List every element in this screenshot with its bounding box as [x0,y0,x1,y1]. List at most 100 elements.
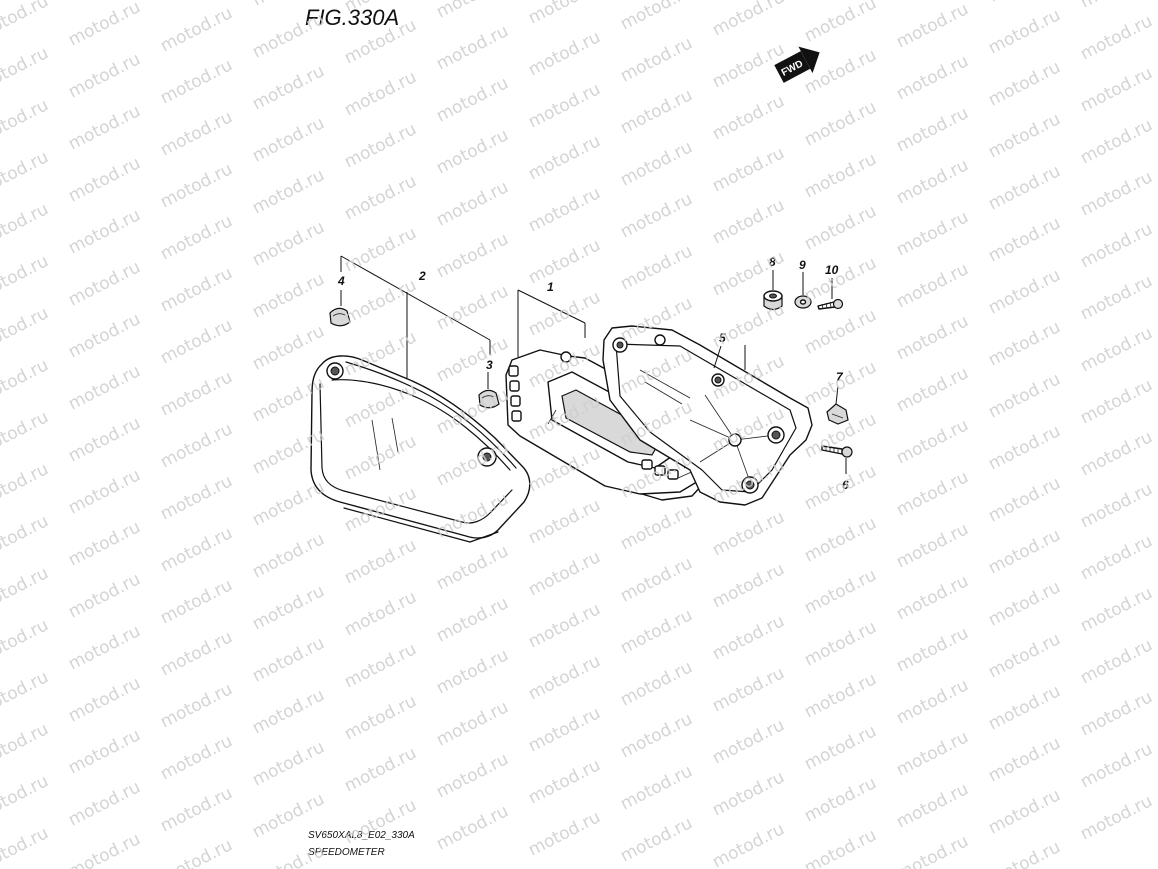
watermark-text: motod.ru [801,565,880,618]
watermark-text: motod.ru [893,51,972,104]
watermark-text: motod.ru [801,773,880,826]
watermark-text: motod.ru [617,189,696,242]
watermark-text: motod.ru [0,303,52,356]
watermark-text: motod.ru [617,709,696,762]
watermark-text: motod.ru [0,407,52,460]
watermark-text: motod.ru [893,0,972,52]
watermark-text: motod.ru [525,547,604,600]
watermark-text: motod.ru [1077,531,1156,584]
watermark-text: motod.ru [617,33,696,86]
watermark-text: motod.ru [801,0,880,46]
watermark-text: motod.ru [341,171,420,224]
watermark-text: motod.ru [709,663,788,716]
watermark-text: motod.ru [249,581,328,634]
watermark-text: motod.ru [341,587,420,640]
watermark-text: motod.ru [525,183,604,236]
watermark-text: motod.ru [0,459,52,512]
watermark-text: motod.ru [985,837,1064,869]
watermark-text: motod.ru [709,0,788,40]
leader-lines [340,255,847,474]
watermark-text: motod.ru [617,501,696,554]
watermark-text: motod.ru [0,95,52,148]
watermark-text: motod.ru [1077,271,1156,324]
watermark-text: motod.ru [709,195,788,248]
watermark-text: motod.ru [801,825,880,869]
watermark-text: motod.ru [0,251,52,304]
watermark-text: motod.ru [801,97,880,150]
watermark-text: motod.ru [65,361,144,414]
watermark-text: motod.ru [249,529,328,582]
callout-2: 2 [418,269,426,283]
watermark-text: motod.ru [0,771,52,824]
watermark-text: motod.ru [249,633,328,686]
watermark-text: motod.ru [65,257,144,310]
callout-10: 10 [825,263,839,277]
watermark-text: motod.ru [1077,167,1156,220]
callout-numbers: 1 2 3 4 5 6 7 8 9 10 [337,255,849,492]
watermark-text: motod.ru [985,785,1064,838]
watermark-text: motod.ru [617,657,696,710]
watermark-text: motod.ru [65,413,144,466]
watermark-text: motod.ru [1077,219,1156,272]
watermark-text: motod.ru [985,57,1064,110]
watermark-text: motod.ru [801,669,880,722]
watermark-text: motod.ru [433,749,512,802]
watermark-text: motod.ru [1077,635,1156,688]
watermark-text: motod.ru [65,569,144,622]
callout-5: 5 [719,331,726,345]
watermark-text: motod.ru [525,703,604,756]
watermark-text: motod.ru [249,61,328,114]
part-5-meter-case [602,325,813,506]
watermark-text: motod.ru [801,461,880,514]
watermark-text: motod.ru [617,605,696,658]
callout-4: 4 [337,274,345,288]
watermark-text: motod.ru [1077,323,1156,376]
watermark-text: motod.ru [893,623,972,676]
watermark-text: motod.ru [341,223,420,276]
watermark-text: motod.ru [1077,0,1156,12]
watermark-text: motod.ru [0,563,52,616]
callout-7: 7 [836,370,844,384]
watermark-text: motod.ru [801,305,880,358]
meter-buttons-right [641,459,679,480]
watermark-text: motod.ru [801,721,880,774]
watermark-text: motod.ru [1077,583,1156,636]
watermark-text: motod.ru [985,577,1064,630]
callout-6: 6 [842,478,849,492]
watermark-text: motod.ru [709,611,788,664]
watermark-text: motod.ru [893,519,972,572]
callout-9: 9 [799,258,806,272]
meter-buttons-left [508,365,522,422]
part-3-grommet [478,389,500,409]
watermark-text: motod.ru [801,201,880,254]
watermark-text: motod.ru [985,421,1064,474]
watermark-text: motod.ru [893,831,972,869]
watermark-text: motod.ru [0,43,52,96]
watermark-text: motod.ru [249,321,328,374]
watermark-text: motod.ru [985,0,1064,6]
watermark-text: motod.ru [985,317,1064,370]
watermark-text: motod.ru [65,829,144,869]
watermark-text: motod.ru [525,131,604,184]
watermark-text: motod.ru [893,311,972,364]
watermark-text: motod.ru [617,553,696,606]
watermark-text: motod.ru [433,697,512,750]
watermark-text: motod.ru [985,733,1064,786]
watermark-text: motod.ru [1077,479,1156,532]
watermark-text: motod.ru [65,621,144,674]
part-7-nut [826,403,849,425]
fwd-arrow-icon: FWD [774,46,820,83]
watermark-text: motod.ru [65,205,144,258]
watermark-text: motod.ru [525,651,604,704]
watermark-text: motod.ru [433,333,512,386]
watermark-text: motod.ru [525,755,604,808]
watermark-text: motod.ru [617,137,696,190]
watermark-text: motod.ru [525,79,604,132]
watermark-text: motod.ru [893,415,972,468]
watermark-text: motod.ru [249,685,328,738]
watermark-text: motod.ru [341,535,420,588]
watermark-text: motod.ru [341,275,420,328]
watermark-text: motod.ru [157,367,236,420]
watermark-text: motod.ru [341,743,420,796]
watermark-text: motod.ru [433,21,512,74]
